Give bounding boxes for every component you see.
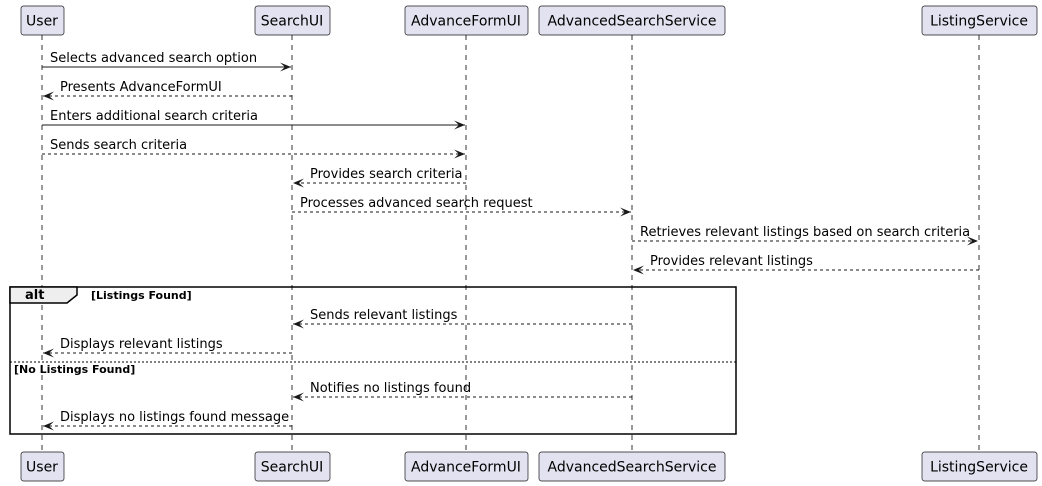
participant-label: SearchUI [261, 14, 323, 30]
message-label: Notifies no listings found [310, 381, 471, 396]
alt-frame-tab [9, 286, 78, 304]
participant-box [254, 5, 331, 36]
participant-listingservice-top: ListingService [921, 5, 1038, 36]
participant-label: AdvancedSearchService [548, 460, 717, 476]
participant-label: AdvancedSearchService [548, 14, 717, 30]
arrowhead [633, 265, 644, 275]
alt-frame: alt [Listings Found] [No Listings Found] [9, 286, 737, 435]
participant-label: AdvanceFormUI [411, 460, 521, 476]
participant-advanceformui-bottom: AdvanceFormUI [404, 451, 529, 482]
participant-box [20, 451, 65, 482]
participant-box [921, 5, 1038, 36]
arrowhead [967, 236, 978, 246]
message-6: Processes advanced search request [292, 196, 631, 217]
message-11: Notifies no listings found [293, 381, 632, 402]
participant-box [538, 5, 726, 36]
alt-guard-no-listings-found: [No Listings Found] [14, 363, 135, 376]
arrowhead [454, 149, 465, 159]
message-label: Enters additional search criteria [50, 109, 258, 124]
participant-label: ListingService [930, 460, 1028, 476]
message-3: Enters additional search criteria [42, 109, 465, 130]
alt-guard-listings-found: [Listings Found] [91, 289, 192, 302]
lifelines [41, 35, 980, 452]
participant-label: ListingService [930, 14, 1028, 30]
participant-box [20, 5, 65, 36]
participant-box [921, 451, 1038, 482]
message-label: Retrieves relevant listings based on sea… [640, 225, 970, 240]
participant-searchui-top: SearchUI [254, 5, 331, 36]
participant-user-top: User [20, 5, 65, 36]
participant-box [404, 451, 529, 482]
participant-label: AdvanceFormUI [411, 14, 521, 30]
participant-user-bottom: User [20, 451, 65, 482]
message-label: Provides relevant listings [650, 254, 813, 269]
participant-box [404, 5, 529, 36]
arrowhead [293, 319, 304, 329]
alt-keyword: alt [25, 288, 44, 303]
arrowhead [280, 62, 291, 72]
message-10: Displays relevant listings [43, 337, 292, 358]
participant-label: User [26, 460, 58, 476]
message-1: Selects advanced search option [42, 51, 291, 72]
message-7: Retrieves relevant listings based on sea… [632, 225, 978, 246]
arrowhead [293, 178, 304, 188]
participant-advanceformui-top: AdvanceFormUI [404, 5, 529, 36]
message-4: Sends search criteria [42, 138, 465, 159]
message-label: Sends relevant listings [310, 308, 458, 323]
message-2: Presents AdvanceFormUI [43, 80, 292, 101]
arrowhead [43, 91, 54, 101]
participant-searchui-bottom: SearchUI [254, 451, 331, 482]
alt-frame-border [9, 286, 737, 435]
message-5: Provides search criteria [293, 167, 466, 188]
participant-box [254, 451, 331, 482]
participant-advancedsearchservice-top: AdvancedSearchService [538, 5, 726, 36]
message-label: Sends search criteria [50, 138, 187, 153]
arrowhead [454, 120, 465, 130]
message-label: Selects advanced search option [50, 51, 257, 66]
participant-box [538, 451, 726, 482]
participant-label: User [26, 14, 58, 30]
arrowhead [43, 421, 54, 431]
arrowhead [293, 392, 304, 402]
message-12: Displays no listings found message [43, 410, 292, 431]
message-label: Processes advanced search request [300, 196, 533, 211]
participant-label: SearchUI [261, 460, 323, 476]
message-label: Displays relevant listings [60, 337, 223, 352]
participant-advancedsearchservice-bottom: AdvancedSearchService [538, 451, 726, 482]
arrowhead [620, 207, 631, 217]
message-label: Presents AdvanceFormUI [60, 80, 222, 95]
message-9: Sends relevant listings [293, 308, 632, 329]
message-label: Displays no listings found message [60, 410, 289, 425]
participants: UserUserSearchUISearchUIAdvanceFormUIAdv… [20, 5, 1038, 482]
arrowhead [43, 348, 54, 358]
message-8: Provides relevant listings [633, 254, 979, 275]
participant-listingservice-bottom: ListingService [921, 451, 1038, 482]
message-label: Provides search criteria [310, 167, 463, 182]
